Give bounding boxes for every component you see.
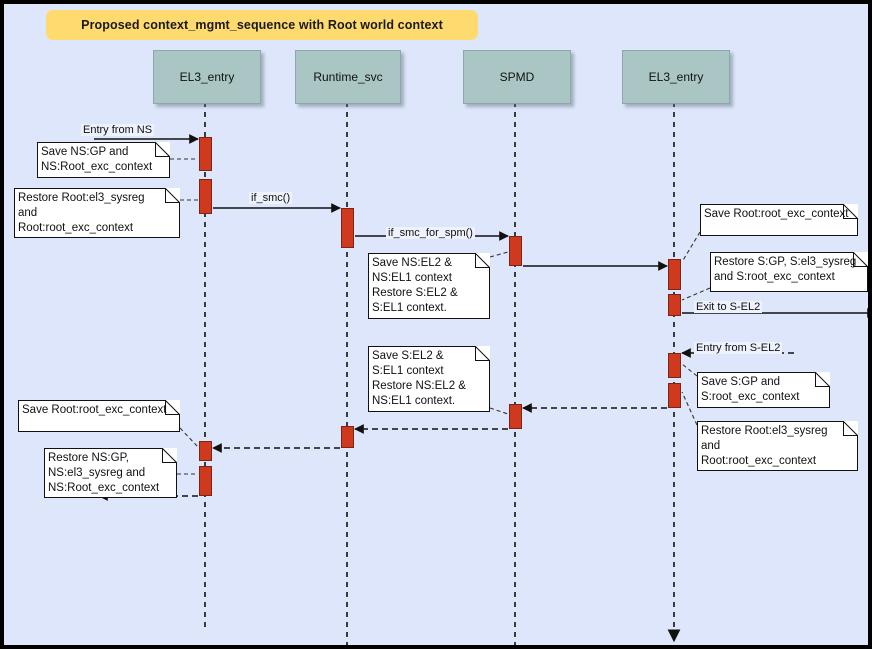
note-save-root-exc-context-right-anchor-line: [681, 231, 701, 263]
note-save-s-gp-anchor-line: [681, 363, 698, 377]
note-text: Restore Root:el3_sysreg and Root:root_ex…: [18, 192, 145, 234]
msg-entry-ns-label: Entry from NS: [81, 124, 155, 136]
note-text: Restore Root:el3_sysreg and Root:root_ex…: [701, 425, 828, 467]
diagram-vector-layer: [94, 102, 868, 645]
activation-bar-el3_right[interactable]: [668, 294, 681, 316]
msg-exit-sel2-label: Exit to S-EL2: [694, 301, 763, 313]
note-text: Save S:GP and S:root_exc_context: [701, 376, 800, 403]
note-save-ns-gp[interactable]: Save NS:GP and NS:Root_exc_context: [37, 142, 170, 178]
note-text: Save NS:EL2 & NS:EL1 context Restore S:E…: [372, 257, 458, 314]
participant-label: EL3_entry: [179, 70, 235, 84]
note-save-ns-el2-restore-s-el2-anchor-line: [489, 251, 509, 258]
activation-bar-el3_right[interactable]: [668, 383, 681, 408]
msg-if-smc-spm-label: if_smc_for_spm(): [386, 227, 475, 239]
note-restore-s-gp-anchor-line: [681, 287, 711, 301]
note-save-s-el2-restore-ns-el2[interactable]: Save S:EL2 & S:EL1 context Restore NS:EL…: [368, 346, 490, 412]
note-restore-root-el3-sysreg-bottom-anchor-line: [681, 391, 698, 426]
activation-bar-runtime[interactable]: [341, 208, 354, 248]
msg-if-smc-label: if_smc(): [249, 192, 293, 204]
note-restore-ns-gp[interactable]: Restore NS:GP, NS:el3_sysreg and NS:Root…: [44, 448, 177, 498]
note-anchor-lines-group: [170, 158, 711, 475]
participant-spmd[interactable]: SPMD: [463, 50, 571, 104]
note-text: Save Root:root_exc_context: [704, 208, 849, 220]
activation-bar-el3_left[interactable]: [199, 137, 212, 171]
note-text: Save NS:GP and NS:Root_exc_context: [41, 146, 153, 173]
note-save-ns-el2-restore-s-el2[interactable]: Save NS:EL2 & NS:EL1 context Restore S:E…: [368, 253, 490, 319]
msg-entry-sel2-label: Entry from S-EL2: [694, 342, 783, 354]
note-save-root-exc-context-left[interactable]: Save Root:root_exc_context: [18, 400, 180, 432]
lifelines-group: [204, 102, 681, 645]
diagram-title: Proposed context_mgmt_sequence with Root…: [46, 10, 478, 40]
note-text: Restore NS:GP, NS:el3_sysreg and NS:Root…: [48, 452, 160, 494]
activation-bar-el3_left[interactable]: [199, 179, 212, 214]
activation-bar-runtime[interactable]: [341, 426, 354, 448]
note-text: Save S:EL2 & S:EL1 context Restore NS:EL…: [372, 350, 466, 407]
activation-bar-el3_left[interactable]: [199, 466, 212, 496]
note-restore-root-el3-sysreg-bottom[interactable]: Restore Root:el3_sysreg and Root:root_ex…: [697, 421, 858, 471]
participant-el3_left[interactable]: EL3_entry: [153, 50, 261, 104]
activation-bar-el3_right[interactable]: [668, 259, 681, 290]
note-save-root-exc-context-left-anchor-line: [179, 427, 199, 448]
note-text: Restore S:GP, S:el3_sysreg and S:root_ex…: [714, 256, 857, 283]
activation-bar-spmd[interactable]: [509, 404, 522, 429]
participant-label: SPMD: [499, 70, 535, 84]
participant-label: Runtime_svc: [313, 70, 383, 84]
note-save-s-el2-restore-ns-el2-anchor-line: [489, 407, 509, 415]
note-text: Save Root:root_exc_context: [22, 404, 167, 416]
activation-bar-el3_left[interactable]: [199, 441, 212, 461]
participant-runtime[interactable]: Runtime_svc: [295, 50, 401, 104]
note-restore-root-el3-sysreg-top[interactable]: Restore Root:el3_sysreg and Root:root_ex…: [14, 188, 180, 238]
participant-el3_right[interactable]: EL3_entry: [622, 50, 730, 104]
participant-label: EL3_entry: [648, 70, 704, 84]
note-save-root-exc-context-right[interactable]: Save Root:root_exc_context: [700, 204, 858, 236]
activation-bar-spmd[interactable]: [509, 236, 522, 266]
activation-bar-el3_right[interactable]: [668, 353, 681, 378]
note-save-s-gp[interactable]: Save S:GP and S:root_exc_context: [697, 372, 830, 408]
note-restore-s-gp[interactable]: Restore S:GP, S:el3_sysreg and S:root_ex…: [710, 252, 868, 292]
